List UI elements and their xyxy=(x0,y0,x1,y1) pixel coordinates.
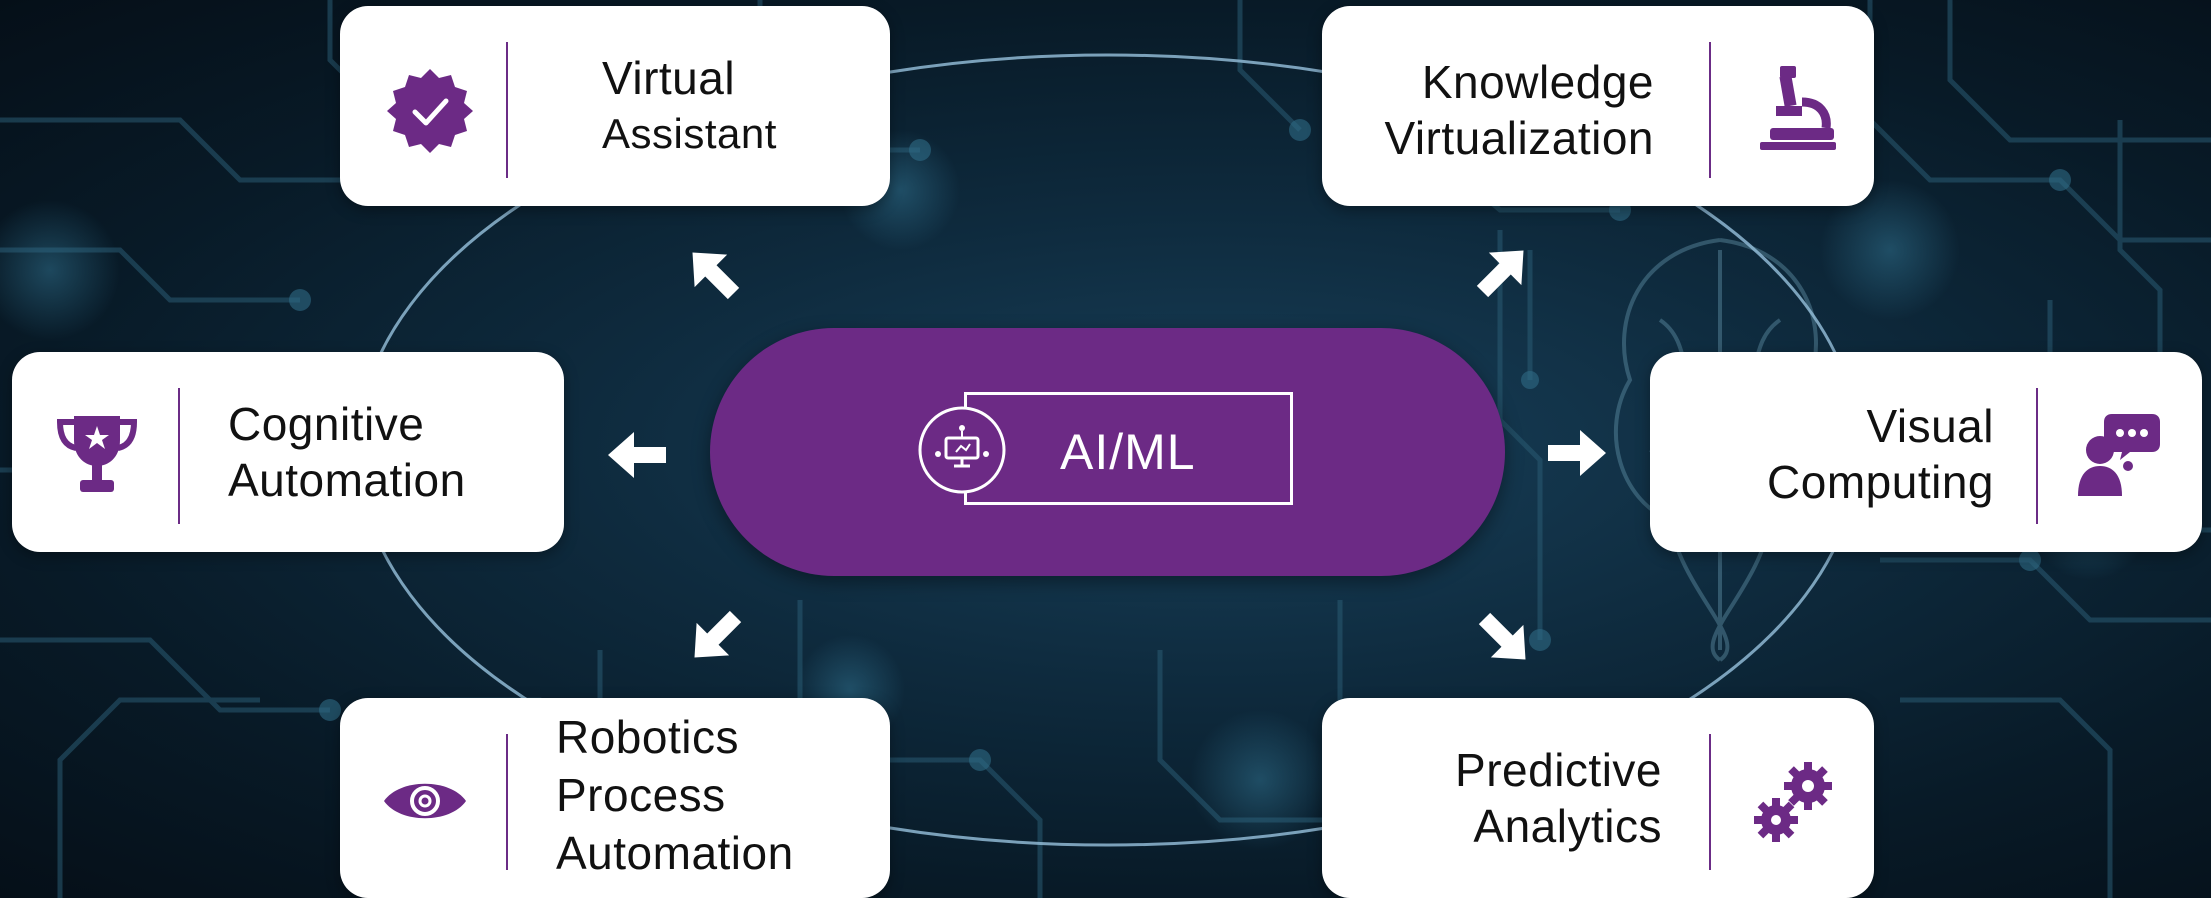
node-label-line: Process xyxy=(556,769,726,821)
arrow-down-right-icon xyxy=(1478,612,1526,660)
node-label-line: Cognitive xyxy=(228,398,425,450)
node-label-line: Automation xyxy=(556,827,794,879)
node-visual-computing: Visual Computing xyxy=(1650,352,2202,552)
node-label-line: Automation xyxy=(228,454,466,506)
robot-monitor-icon xyxy=(918,406,1006,494)
node-virtual-assistant: Virtual Assistant xyxy=(340,6,890,206)
node-label: Visual Computing xyxy=(1767,398,1994,510)
node-label: Robotics Process Automation xyxy=(556,708,794,882)
ai-ml-hub: AI/ML xyxy=(710,328,1505,576)
card-divider xyxy=(178,388,180,524)
card-divider xyxy=(1709,42,1711,178)
card-divider xyxy=(506,734,508,870)
node-label: Knowledge Virtualization xyxy=(1384,54,1654,166)
eye-icon xyxy=(384,783,466,819)
node-label: Predictive Analytics xyxy=(1455,742,1662,854)
node-label: Virtual Assistant xyxy=(602,50,777,162)
person-speech-bubble-icon xyxy=(2078,414,2160,496)
node-robotics-process-automation: Robotics Process Automation xyxy=(340,698,890,898)
node-predictive-analytics: Predictive Analytics xyxy=(1322,698,1874,898)
node-knowledge-virtualization: Knowledge Virtualization xyxy=(1322,6,1874,206)
node-label: Cognitive Automation xyxy=(228,396,466,508)
card-divider xyxy=(506,42,508,178)
node-label-line: Analytics xyxy=(1473,800,1662,852)
node-label-line: Predictive xyxy=(1455,744,1662,796)
arrow-right-icon xyxy=(1548,430,1606,476)
gears-icon xyxy=(1754,762,1832,842)
arrow-up-right-icon xyxy=(1476,250,1524,298)
node-label-line: Robotics xyxy=(556,711,739,763)
arrow-left-icon xyxy=(608,432,666,478)
arrow-down-left-icon xyxy=(694,610,742,658)
node-label-line: Computing xyxy=(1767,456,1994,508)
node-label-line: Visual xyxy=(1866,400,1994,452)
node-label-line: Knowledge xyxy=(1421,56,1654,108)
node-cognitive-automation: Cognitive Automation xyxy=(12,352,564,552)
card-divider xyxy=(1709,734,1711,870)
arrow-up-left-icon xyxy=(692,252,740,300)
card-divider xyxy=(2036,388,2038,524)
node-label-line: Virtual xyxy=(602,52,736,104)
node-label-line: Virtualization xyxy=(1384,112,1654,164)
hub-label: AI/ML xyxy=(1060,424,1196,480)
microscope-icon xyxy=(1760,66,1836,150)
verified-badge-icon xyxy=(387,69,473,153)
node-label-line: Assistant xyxy=(602,110,777,157)
trophy-icon xyxy=(56,416,138,492)
